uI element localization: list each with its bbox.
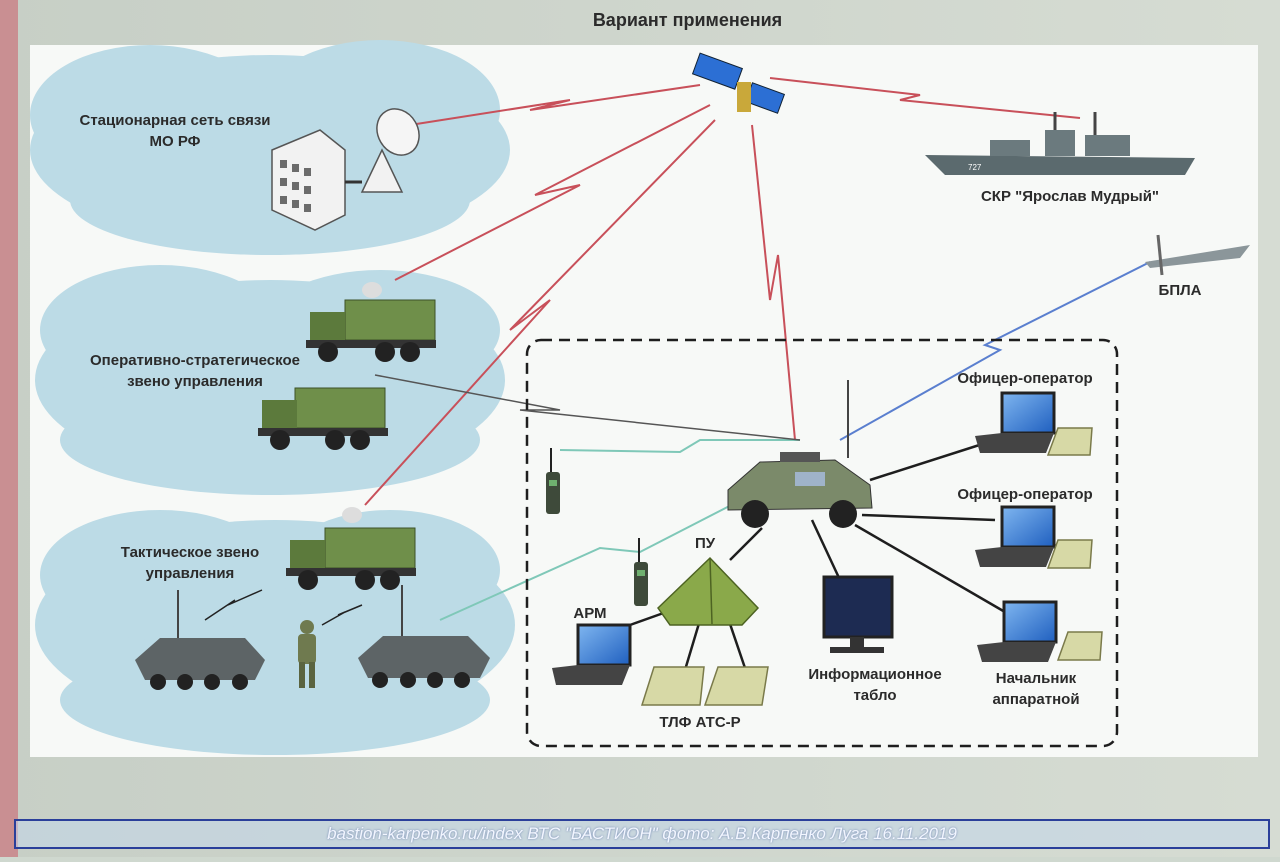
label-chief-line2: аппаратной (992, 691, 1080, 708)
laptop-icon-officer-2 (975, 505, 1056, 567)
satellite-dish-icon (360, 108, 420, 193)
label-arm: АРМ (573, 605, 607, 622)
footer-site: bastion-karpenko.ru/index (327, 824, 523, 843)
apc-icon-1 (135, 590, 265, 690)
phones (640, 427, 1103, 706)
tent-icon (657, 556, 760, 626)
label-tactical-line2: управления (145, 565, 235, 582)
apc-icon-2 (358, 585, 490, 688)
monitor-icon (822, 575, 894, 653)
short-radio-links (204, 589, 363, 626)
ship-hull-number: 727 (968, 163, 982, 172)
control-point-area (525, 338, 1119, 748)
label-info-board-line1: Информационное (808, 666, 942, 683)
radio-handset-icon-1 (546, 448, 560, 514)
wires (629, 438, 1006, 671)
label-operational-strategic: Оперативно-стратегическое звено управлен… (70, 350, 320, 392)
building-icon (271, 129, 346, 231)
label-tactical: Тактическое звено управления (110, 542, 270, 584)
phone-icon-4 (640, 666, 705, 706)
label-fixed-network: Стационарная сеть связи МО РФ (60, 110, 290, 152)
label-chief: Начальник аппаратной (966, 668, 1106, 710)
laptop-icon-chief (977, 600, 1058, 662)
label-pu: ПУ (694, 535, 716, 552)
satellite-icon (691, 52, 786, 114)
label-officer-operator-2: Офицер-оператор (957, 486, 1093, 503)
label-operational-strategic-line1: Оперативно-стратегическое (90, 352, 300, 369)
uav-icon (1145, 234, 1250, 276)
label-chief-line1: Начальник (995, 670, 1077, 687)
label-info-board: Информационное табло (790, 664, 960, 706)
truck-icon-2 (258, 387, 388, 450)
label-ship: СКР "Ярослав Мудрый" (980, 188, 1160, 205)
label-operational-strategic-line2: звено управления (127, 373, 263, 390)
label-officer-operator-1: Офицер-оператор (957, 370, 1093, 387)
left-edge-strip (0, 0, 18, 857)
radio-handset-icon-2 (634, 538, 648, 606)
truck-icon-1 (306, 282, 436, 362)
phone-icon-2 (1046, 539, 1093, 569)
laptop-icon-arm (552, 623, 632, 685)
cloud-fixed-network (30, 40, 510, 255)
ship-icon (925, 112, 1195, 175)
phone-icon-3 (1056, 631, 1103, 661)
label-fixed-network-line2: МО РФ (149, 133, 201, 150)
soldier-icon (298, 620, 316, 688)
laptop-icon-officer-1 (975, 391, 1056, 453)
label-uav: БПЛА (1158, 282, 1202, 299)
phone-icon-1 (1046, 427, 1093, 456)
label-fixed-network-line1: Стационарная сеть связи (79, 112, 271, 129)
command-vehicle-icon (727, 380, 873, 528)
photo-credit-footer: bastion-karpenko.ru/index ВТС "БАСТИОН" … (14, 819, 1270, 849)
page-title: Вариант применения (592, 10, 783, 30)
footer-credit: ВТС "БАСТИОН" фото: А.В.Карпенко Луга 16… (522, 824, 957, 843)
truck-icon-3 (286, 507, 416, 590)
cloud-tactical (35, 510, 515, 755)
phone-icon-5 (703, 666, 769, 706)
misc-links (374, 261, 1151, 621)
label-tlf-ats: ТЛФ АТС-Р (659, 714, 741, 731)
radio-links (364, 77, 1081, 506)
label-tactical-line1: Тактическое звено (120, 544, 260, 561)
label-info-board-line2: табло (853, 687, 897, 704)
